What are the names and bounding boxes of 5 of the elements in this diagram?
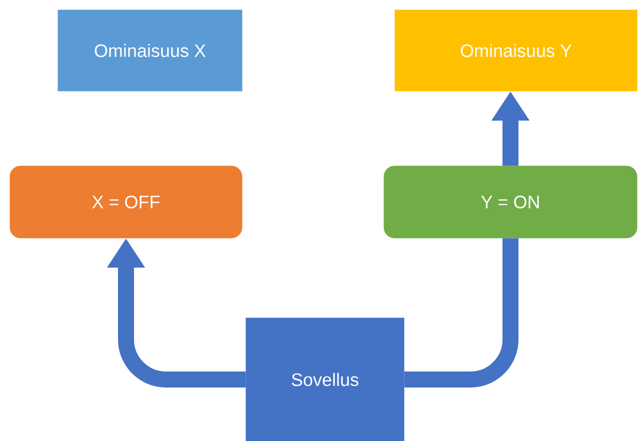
feature-box: Ominaisuus X xyxy=(58,10,242,92)
feature-box: Ominaisuus Y xyxy=(394,10,638,92)
state-box: X = OFF xyxy=(10,166,242,238)
state-box: Y = ON xyxy=(384,166,638,238)
application-box: Sovellus xyxy=(246,318,404,441)
